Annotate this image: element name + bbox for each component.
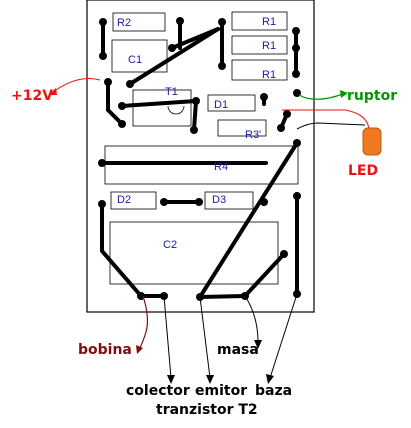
d3-outline: [204, 191, 254, 210]
emitter-wire: [199, 296, 211, 379]
led-wire-red: [282, 109, 370, 131]
label-r4: R4: [214, 161, 228, 173]
t1-outline: [132, 89, 192, 127]
collector-label: colector: [126, 383, 190, 399]
ground-wire: [244, 295, 259, 343]
r3-outline: [217, 119, 267, 137]
ground-arrow: [254, 340, 262, 349]
led-label: LED: [348, 163, 378, 179]
supply-label: +12V: [11, 88, 53, 104]
label-d3: D3: [212, 194, 226, 206]
pcb-board: [86, 0, 315, 313]
c2-outline: [109, 221, 279, 285]
d2-outline: [110, 191, 157, 210]
coil-arrow: [136, 345, 143, 354]
label-c2: C2: [163, 239, 177, 251]
collector-wire: [163, 295, 172, 379]
d1-outline: [207, 94, 256, 112]
switch-wire: [298, 93, 344, 100]
t1-tab: [167, 105, 185, 115]
emitter-label: emitor: [195, 383, 247, 399]
r1-b-outline: [231, 35, 288, 55]
led-wire-black: [296, 122, 366, 130]
c1-outline: [111, 39, 168, 73]
switch-label: ruptor: [347, 88, 397, 104]
r1-a-outline: [231, 11, 288, 31]
base-wire: [269, 293, 298, 379]
traces: [100, 19, 299, 299]
label-t1: T1: [165, 86, 178, 98]
label-d1: D1: [214, 99, 228, 111]
switch-arrow: [340, 90, 348, 98]
supply-wire: [52, 78, 101, 93]
label-r1-c: R1: [262, 69, 276, 81]
label-c1: C1: [128, 54, 142, 66]
led-body: [362, 127, 382, 156]
label-r1-b: R1: [262, 40, 276, 52]
ground-label: masa: [217, 342, 259, 358]
label-r3: R3': [245, 129, 261, 141]
r2-outline: [112, 12, 166, 32]
label-d2: D2: [117, 194, 131, 206]
emitter-arrow: [206, 375, 214, 384]
coil-wire: [138, 295, 149, 351]
base-arrow: [266, 374, 274, 384]
coil-label: bobina: [78, 342, 132, 358]
transistor-label: tranzistor T2: [156, 402, 258, 418]
collector-arrow: [167, 375, 175, 384]
supply-arrow: [49, 88, 57, 95]
label-r2: R2: [117, 17, 131, 29]
label-r1-a: R1: [262, 16, 276, 28]
base-label: baza: [255, 383, 292, 399]
r1-c-outline: [231, 59, 288, 81]
